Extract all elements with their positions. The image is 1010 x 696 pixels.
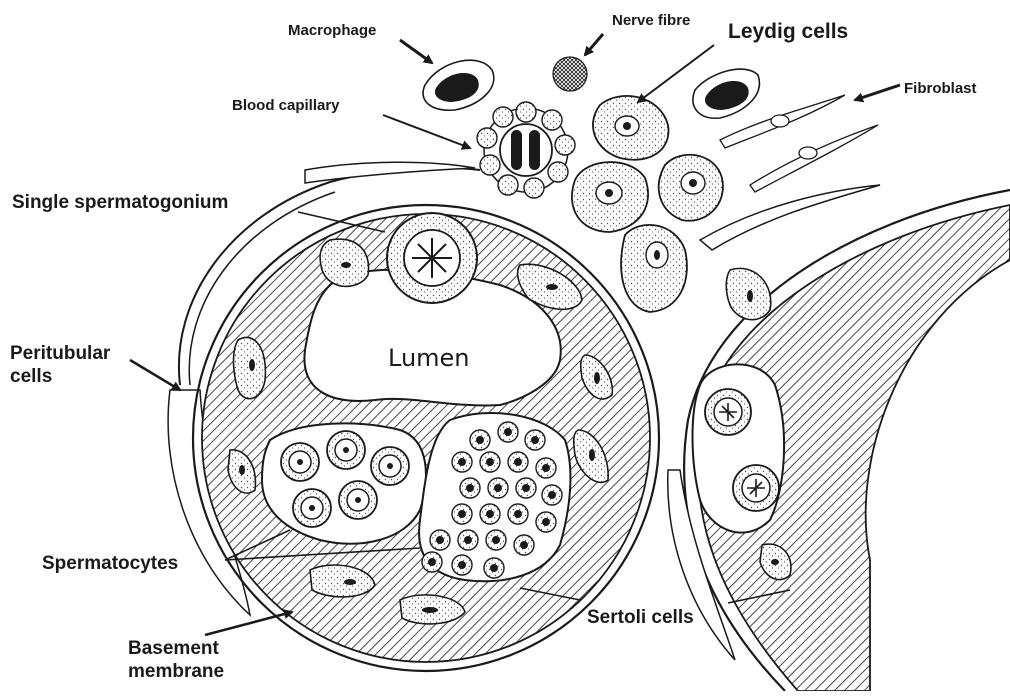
label-blood-capillary: Blood capillary [232, 97, 340, 114]
label-peritubular-line1: Peritubular [10, 343, 110, 365]
nerve-fibre [553, 57, 587, 91]
macrophage-left [423, 60, 494, 110]
single-spermatogonium [387, 213, 477, 303]
label-macrophage: Macrophage [288, 22, 376, 39]
blood-capillary [477, 102, 575, 198]
spermatid-upper [705, 389, 751, 435]
label-basement-line2: membrane [128, 661, 224, 683]
label-basement-line1: Basement [128, 638, 219, 660]
label-nerve-fibre: Nerve fibre [612, 12, 690, 29]
leydig-cells [572, 96, 723, 312]
label-spermatocytes: Spermatocytes [42, 553, 178, 575]
label-fibroblast: Fibroblast [904, 80, 977, 97]
right-tubule [668, 185, 1010, 691]
fibroblasts [720, 95, 878, 192]
macrophage-right [693, 69, 759, 118]
label-single-spermatogonium: Single spermatogonium [12, 192, 228, 214]
left-tubule [168, 162, 659, 671]
label-peritubular-line2: cells [10, 366, 52, 388]
spermatid-lower [733, 465, 779, 511]
label-leydig-cells: Leydig cells [728, 20, 848, 44]
label-lumen: Lumen [388, 345, 470, 373]
label-sertoli-cells: Sertoli cells [587, 607, 694, 629]
